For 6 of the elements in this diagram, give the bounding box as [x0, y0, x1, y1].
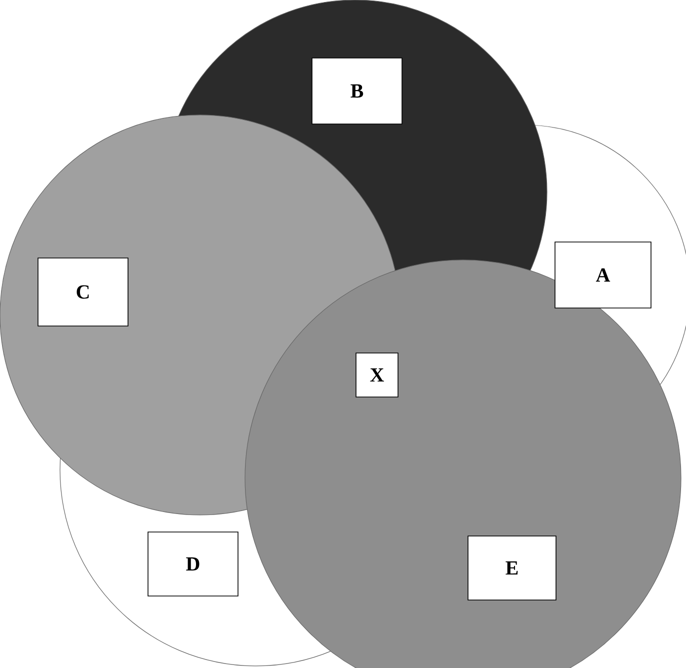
- label-box: D: [148, 532, 238, 596]
- label-box: C: [38, 258, 128, 326]
- label-box: A: [554, 242, 652, 308]
- label-box: E: [468, 536, 556, 600]
- label-box: X: [356, 352, 398, 398]
- label-box: B: [312, 58, 402, 124]
